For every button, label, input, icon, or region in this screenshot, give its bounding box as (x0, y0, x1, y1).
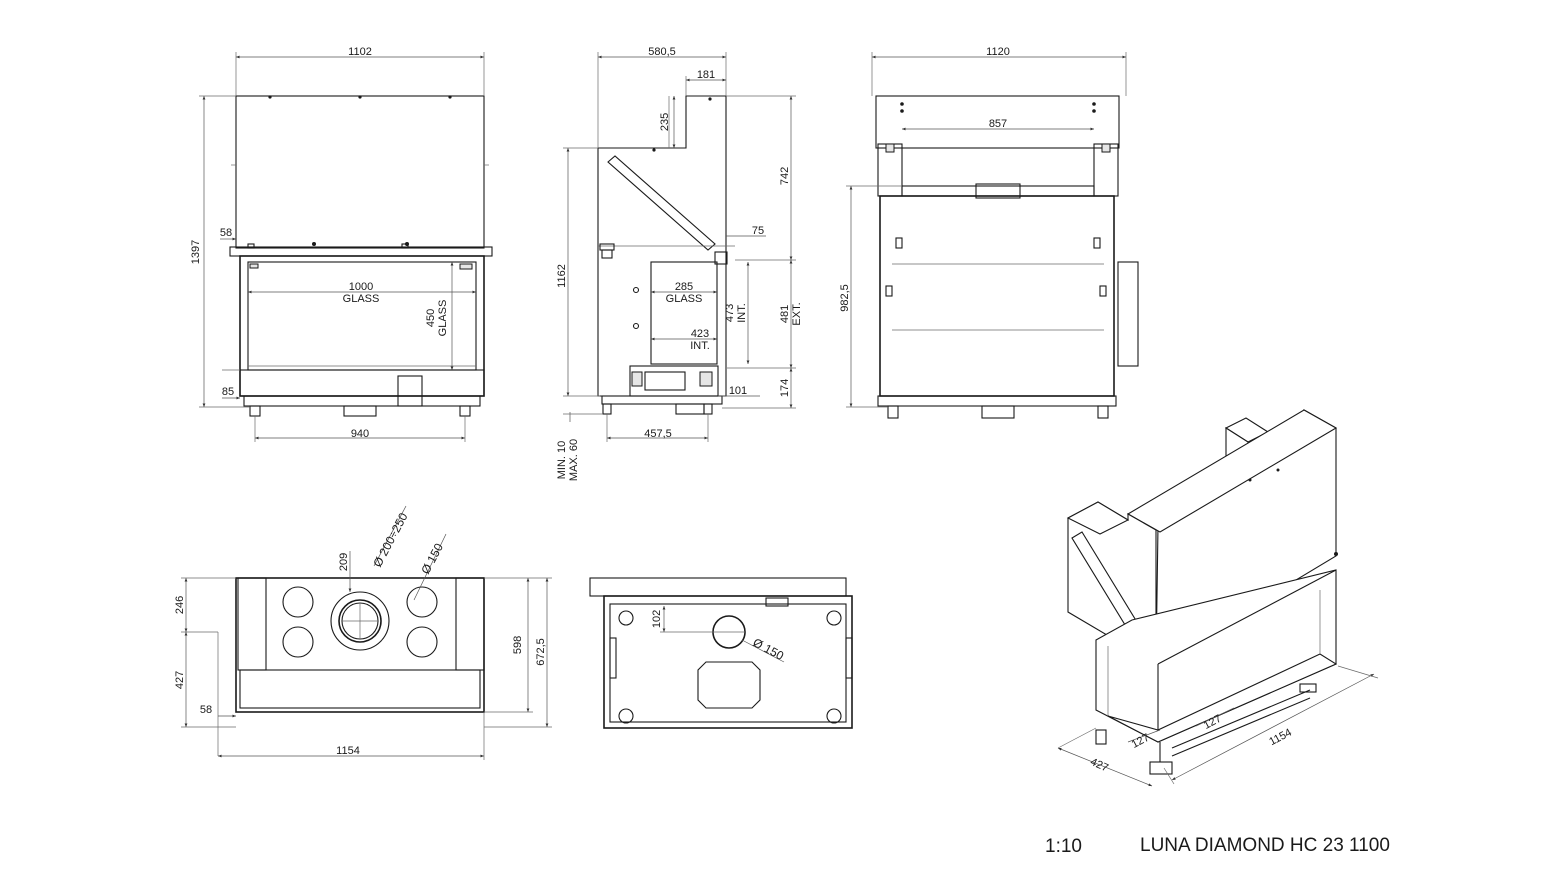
side-max-label: MAX. 60 (568, 439, 580, 481)
bottom-view-dimensions: 102 Ø 150 (651, 606, 786, 663)
front-offset-58-label: 58 (220, 227, 232, 239)
top-view (235, 577, 485, 713)
side-min-label: MIN. 10 (556, 441, 568, 480)
top-depth-598-label: 598 (512, 636, 524, 654)
isometric-view (1066, 409, 1338, 775)
top-depth-rear-label: 427 (174, 671, 186, 689)
front-offset-85-label: 85 (222, 386, 234, 398)
side-ext-height-unit: EXT. (791, 302, 803, 325)
front-glass-width-label: 1000 (349, 281, 373, 293)
front-feet-span-label: 940 (351, 428, 369, 440)
back-view (875, 95, 1139, 419)
top-depth-front-label: 246 (174, 596, 186, 614)
side-total-height-label: 1162 (556, 264, 568, 288)
side-glass-label: GLASS (666, 293, 703, 305)
front-view-dimensions: 1102 1397 58 1000 GLASS 450 GLASS 85 940 (190, 46, 485, 442)
front-width-label: 1102 (348, 46, 372, 58)
back-height-label: 982,5 (839, 284, 851, 312)
top-flue-small-label: Ø 150 (418, 541, 446, 577)
scale-label: 1:10 (1045, 836, 1082, 857)
bottom-air-dia-label: Ø 150 (751, 635, 787, 663)
side-hood-height-label: 235 (659, 113, 671, 131)
top-offset-209-label: 209 (338, 553, 350, 571)
side-glass-width-label: 285 (675, 281, 693, 293)
top-view-dimensions: Ø 200÷250 Ø 150 209 246 427 58 598 672,5… (174, 505, 552, 760)
front-view (229, 95, 493, 417)
front-glass-label: GLASS (343, 293, 380, 305)
top-flue-big-label: Ø 200÷250 (370, 510, 410, 569)
side-int-height-label: 473 (724, 304, 736, 322)
front-glass-height-label: 450 (425, 309, 437, 327)
side-int-width-label: 423 (691, 328, 709, 340)
back-inner-width-label: 857 (989, 118, 1007, 130)
side-view (597, 95, 735, 415)
side-view-dimensions: 580,5 181 235 742 75 1162 285 GLASS 423 … (556, 46, 803, 481)
bottom-view (589, 577, 853, 729)
drawing-title: LUNA DIAMOND HC 23 1100 (1140, 835, 1390, 856)
side-offset-75-label: 75 (752, 225, 764, 237)
side-int-height-unit: INT. (736, 303, 748, 323)
top-depth-total-label: 672,5 (535, 638, 547, 666)
side-hood-depth-label: 181 (697, 69, 715, 81)
side-ext-height-label: 481 (779, 305, 791, 323)
side-feet-span-label: 457,5 (644, 428, 672, 440)
top-width-label: 1154 (336, 745, 360, 757)
top-offset-58-label: 58 (200, 704, 212, 716)
side-base-height-label: 174 (779, 379, 791, 397)
back-view-dimensions: 1120 857 982,5 (839, 46, 1127, 408)
iso-width-label: 1154 (1267, 727, 1294, 749)
side-int-width-unit: INT. (690, 340, 710, 352)
back-width-label: 1120 (986, 46, 1010, 58)
bottom-offset-102-label: 102 (651, 610, 663, 628)
side-offset-101-label: 101 (729, 385, 747, 397)
side-depth-label: 580,5 (648, 46, 676, 58)
front-height-label: 1397 (190, 240, 202, 264)
side-upper-height-label: 742 (779, 167, 791, 185)
iso-depth-label: 427 (1088, 756, 1110, 774)
front-glass-height-unit: GLASS (437, 300, 449, 337)
